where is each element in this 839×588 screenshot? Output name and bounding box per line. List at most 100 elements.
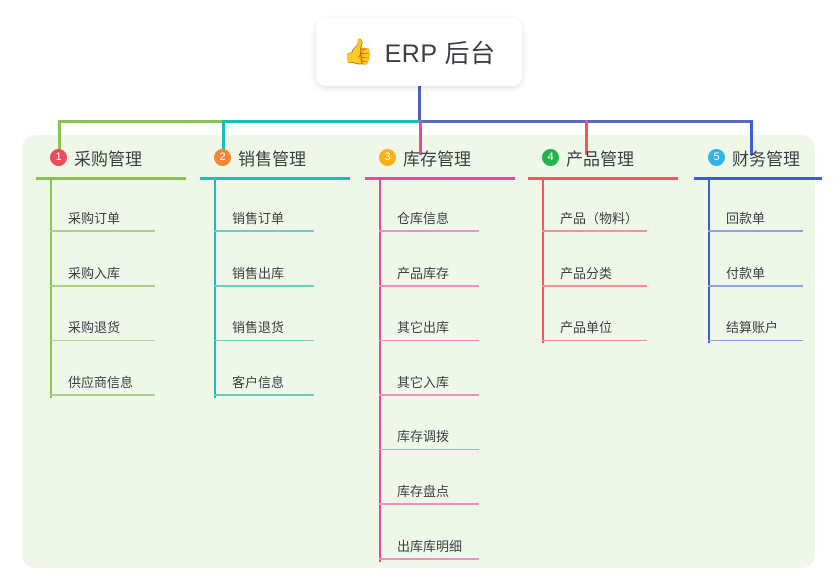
branch-column-2: 2 销售管理销售订单销售出库销售退货客户信息 xyxy=(200,146,350,398)
branch-item[interactable]: 库存调拨 xyxy=(379,420,479,451)
branch-item-rule xyxy=(379,503,479,505)
branch-item-rule xyxy=(50,230,155,232)
branch-item-label: 库存盘点 xyxy=(397,484,450,499)
branch-spine-2 xyxy=(214,177,216,398)
branch-item-label: 回款单 xyxy=(726,211,766,226)
branch-item-label: 付款单 xyxy=(726,265,766,281)
branch-item-label: 产品库存 xyxy=(397,265,450,281)
branch-header-5[interactable]: 5 财务管理 xyxy=(694,146,822,169)
connector-stub-5 xyxy=(750,120,753,155)
branch-item-rule xyxy=(542,230,647,232)
branch-header-2[interactable]: 2 销售管理 xyxy=(200,146,350,169)
branch-item[interactable]: 产品分类 xyxy=(542,257,647,287)
branch-header-rule-1 xyxy=(36,177,186,180)
branch-item[interactable]: 采购入库 xyxy=(50,257,155,287)
branch-item[interactable]: 其它出库 xyxy=(379,311,479,342)
branch-item-rule xyxy=(214,285,314,287)
branch-item-label: 销售出库 xyxy=(232,265,285,281)
root-node-title: ERP 后台 xyxy=(384,40,496,68)
branch-header-3[interactable]: 3 库存管理 xyxy=(365,146,515,169)
connector-stub-4 xyxy=(585,120,588,155)
connector-bar-segment-1 xyxy=(58,120,225,123)
branch-column-5: 5 财务管理回款单付款单结算账户 xyxy=(694,146,822,344)
branch-item-rule xyxy=(379,285,479,287)
branch-item-rule xyxy=(379,448,479,451)
branch-badge-5: 5 xyxy=(708,148,725,166)
branch-item-rule xyxy=(542,339,647,342)
branch-badge-2: 2 xyxy=(214,148,231,166)
branch-item-rule xyxy=(708,230,803,232)
branch-title-5: 财务管理 xyxy=(732,149,800,169)
branch-header-1[interactable]: 1 采购管理 xyxy=(36,146,186,169)
branch-item-rule xyxy=(708,339,803,342)
branch-header-rule-2 xyxy=(200,177,350,180)
branch-item[interactable]: 库存盘点 xyxy=(379,475,479,505)
branch-item[interactable]: 出库库明细 xyxy=(379,530,479,560)
connector-bar-segment-2 xyxy=(222,120,422,123)
branch-item[interactable]: 销售出库 xyxy=(214,257,314,287)
branch-item[interactable]: 产品（物料） xyxy=(542,202,647,232)
connector-stub-2 xyxy=(222,120,225,155)
connector-trunk xyxy=(418,86,421,123)
branch-header-rule-3 xyxy=(365,177,515,180)
branch-item-label: 仓库信息 xyxy=(397,211,450,226)
branch-item-label: 客户信息 xyxy=(232,374,285,390)
branch-item-label: 采购入库 xyxy=(68,265,121,281)
branch-item-rule xyxy=(708,285,803,287)
branch-item[interactable]: 销售退货 xyxy=(214,311,314,342)
branch-title-1: 采购管理 xyxy=(74,149,142,169)
branch-item[interactable]: 付款单 xyxy=(708,257,803,287)
branch-item[interactable]: 客户信息 xyxy=(214,366,314,396)
branch-item-rule xyxy=(50,394,155,396)
branch-item-rule xyxy=(50,339,155,342)
branch-item[interactable]: 仓库信息 xyxy=(379,202,479,232)
branch-item-label: 销售退货 xyxy=(232,320,285,336)
branch-item[interactable]: 产品库存 xyxy=(379,257,479,287)
branch-item[interactable]: 其它入库 xyxy=(379,366,479,396)
branch-spine-5 xyxy=(708,177,710,344)
branch-item-label: 采购订单 xyxy=(68,211,121,226)
root-node-content: 👍 ERP 后台 xyxy=(342,34,495,70)
branches-panel xyxy=(22,135,815,568)
connector-stub-3 xyxy=(419,120,422,155)
branch-item-label: 供应商信息 xyxy=(68,374,134,390)
branch-item-label: 产品分类 xyxy=(560,265,613,281)
branch-spine-4 xyxy=(542,177,544,344)
branch-badge-4: 4 xyxy=(542,148,559,166)
branch-item-rule xyxy=(379,394,479,396)
branch-item-rule xyxy=(379,339,479,342)
branch-header-4[interactable]: 4 产品管理 xyxy=(528,146,678,169)
branch-item[interactable]: 结算账户 xyxy=(708,311,803,342)
branch-item-label: 出库库明细 xyxy=(397,538,463,554)
branch-header-rule-4 xyxy=(528,177,678,180)
branch-item-label: 结算账户 xyxy=(726,320,779,336)
branch-item-label: 销售订单 xyxy=(232,211,285,226)
branch-item-rule xyxy=(214,339,314,342)
branch-item[interactable]: 采购退货 xyxy=(50,311,155,342)
branch-item[interactable]: 产品单位 xyxy=(542,311,647,342)
branch-item-rule xyxy=(379,558,479,560)
branch-item-label: 产品（物料） xyxy=(560,211,639,226)
branch-item[interactable]: 采购订单 xyxy=(50,202,155,232)
branch-column-4: 4 产品管理产品（物料） 产品分类产品单位 xyxy=(528,146,678,344)
branch-badge-1: 1 xyxy=(50,148,67,166)
branch-title-4: 产品管理 xyxy=(566,149,634,169)
branch-item-rule xyxy=(50,285,155,287)
branch-item-label: 库存调拨 xyxy=(397,429,450,445)
branch-title-3: 库存管理 xyxy=(403,149,471,169)
branch-item-rule xyxy=(214,230,314,232)
branch-item-label: 产品单位 xyxy=(560,320,613,336)
branch-title-2: 销售管理 xyxy=(238,149,306,169)
branch-column-1: 1 采购管理采购订单采购入库采购退货供应商信息 xyxy=(36,146,186,398)
branch-item[interactable]: 供应商信息 xyxy=(50,366,155,396)
branch-spine-1 xyxy=(50,177,52,398)
branch-badge-3: 3 xyxy=(379,148,396,166)
branch-header-rule-5 xyxy=(694,177,822,180)
branch-item[interactable]: 回款单 xyxy=(708,202,803,232)
branch-item-label: 其它入库 xyxy=(397,374,450,390)
root-node[interactable]: 👍 ERP 后台 xyxy=(316,18,522,86)
connector-stub-1 xyxy=(58,120,61,155)
branch-item[interactable]: 销售订单 xyxy=(214,202,314,232)
thumbs-up-icon: 👍 xyxy=(342,37,374,66)
